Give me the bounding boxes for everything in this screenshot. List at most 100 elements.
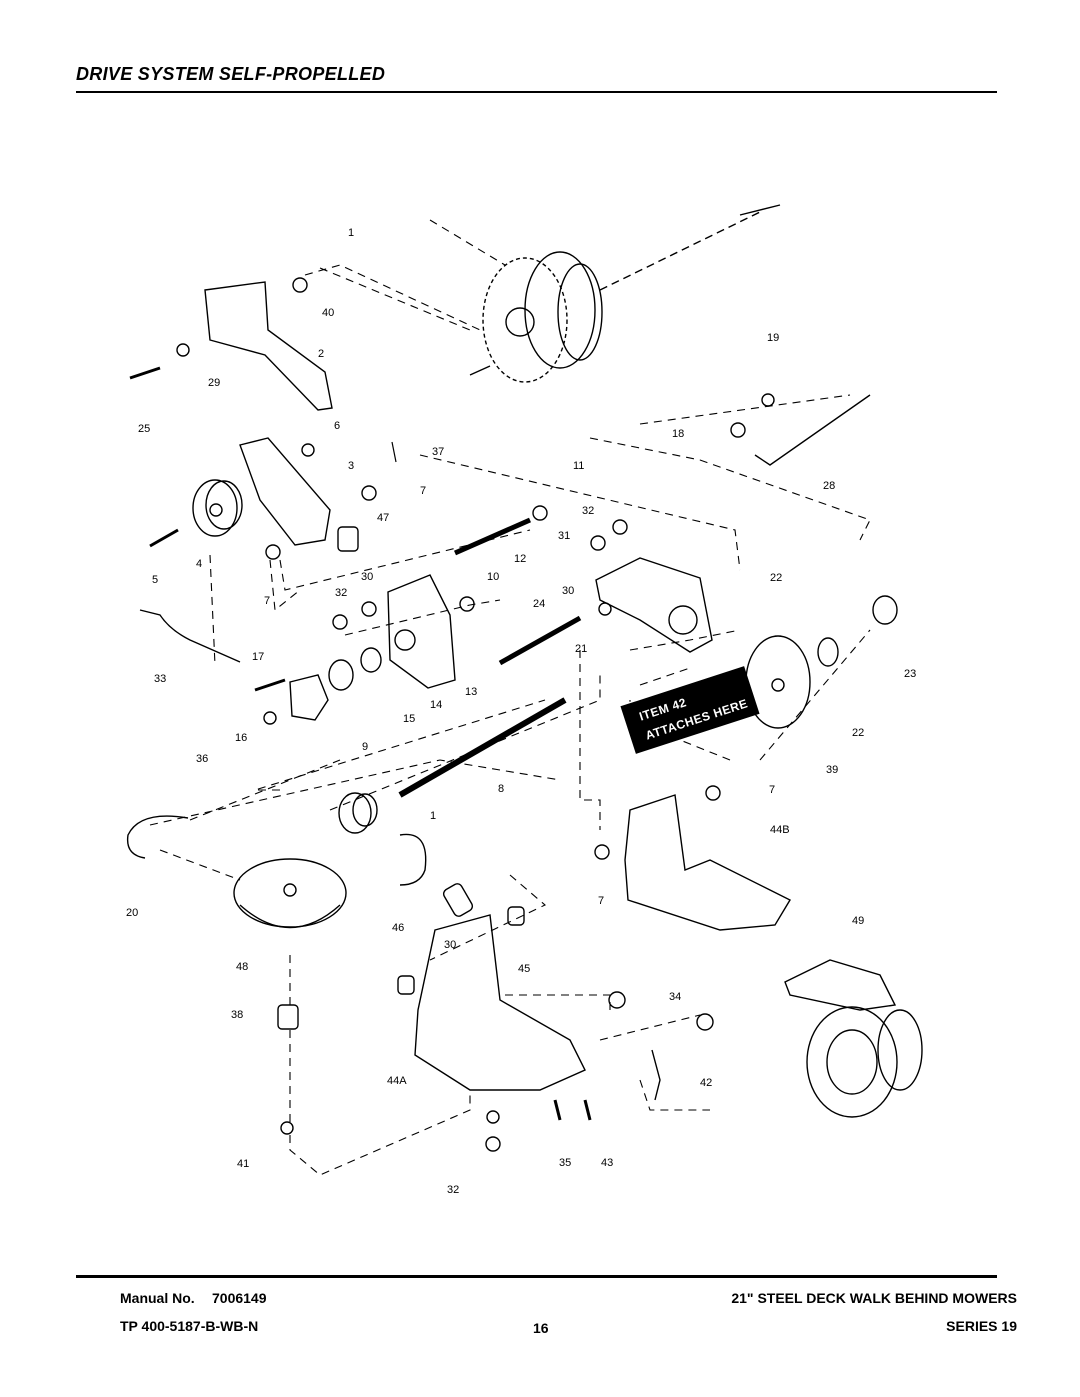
belt-1-lower <box>399 833 427 886</box>
callout-42: 42 <box>700 1077 712 1089</box>
callout-14: 14 <box>430 699 442 711</box>
transmission-housing <box>469 204 781 383</box>
rod-28 <box>754 394 871 466</box>
callout-3: 3 <box>348 460 354 472</box>
spacer-47 <box>337 526 359 552</box>
pulley-39 <box>745 635 839 729</box>
callout-20: 20 <box>126 907 138 919</box>
callout-7: 7 <box>598 895 604 907</box>
page-number: 16 <box>533 1320 549 1336</box>
pulley-48 <box>233 858 347 929</box>
bearing-14 <box>360 647 382 673</box>
spring-33 <box>139 609 241 663</box>
title-rule <box>76 91 997 93</box>
callout-36: 36 <box>196 753 208 765</box>
callout-32: 32 <box>582 505 594 517</box>
callout-4: 4 <box>196 558 202 570</box>
callout-34: 34 <box>669 991 681 1003</box>
callout-24: 24 <box>533 598 545 610</box>
bracket-13 <box>387 574 456 689</box>
callout-22: 22 <box>852 727 864 739</box>
callout-30: 30 <box>562 585 574 597</box>
callout-32: 32 <box>335 587 347 599</box>
belt-20 <box>126 815 189 859</box>
bracket-49 <box>784 959 897 1011</box>
callout-23: 23 <box>904 668 916 680</box>
callout-48: 48 <box>236 961 248 973</box>
footer-rule <box>76 1275 997 1278</box>
manual-label: Manual No. <box>120 1290 195 1306</box>
callout-16: 16 <box>235 732 247 744</box>
flange-17 <box>289 674 329 721</box>
tp-number: TP 400-5187-B-WB-N <box>120 1318 259 1334</box>
shaft-8 <box>398 697 567 798</box>
callout-41: 41 <box>237 1158 249 1170</box>
bracket-44a <box>414 914 586 1091</box>
callout-30: 30 <box>444 939 456 951</box>
callout-44a: 44A <box>387 1075 407 1087</box>
bracket-21 <box>595 557 713 653</box>
callout-38: 38 <box>231 1009 243 1021</box>
callout-37: 37 <box>432 446 444 458</box>
series: SERIES 19 <box>946 1318 1017 1334</box>
washers-nuts <box>176 277 775 1152</box>
callout-30: 30 <box>361 571 373 583</box>
page-title: DRIVE SYSTEM SELF-PROPELLED <box>76 64 386 84</box>
pulley-4 <box>192 479 243 537</box>
callout-8: 8 <box>498 783 504 795</box>
callout-2: 2 <box>318 348 324 360</box>
callout-9: 9 <box>362 741 368 753</box>
spacer-38 <box>277 1004 299 1030</box>
callout-35: 35 <box>559 1157 571 1169</box>
callout-21: 21 <box>575 643 587 655</box>
bushing-45a <box>507 906 525 926</box>
callout-1: 1 <box>430 810 436 822</box>
callout-43: 43 <box>601 1157 613 1169</box>
hub-assembly <box>806 1006 923 1118</box>
callout-49: 49 <box>852 915 864 927</box>
bracket-3 <box>239 437 331 546</box>
callout-10: 10 <box>487 571 499 583</box>
washer-15 <box>328 659 354 691</box>
callout-19: 19 <box>767 332 779 344</box>
callout-47: 47 <box>377 512 389 524</box>
callout-29: 29 <box>208 377 220 389</box>
callout-39: 39 <box>826 764 838 776</box>
attach-stamp: ITEM 42 ATTACHES HERE <box>620 666 760 754</box>
bracket-44b <box>624 794 791 931</box>
callout-13: 13 <box>465 686 477 698</box>
pulley-9 <box>338 792 378 834</box>
callout-1: 1 <box>348 227 354 239</box>
callout-40: 40 <box>322 307 334 319</box>
callout-25: 25 <box>138 423 150 435</box>
callout-31: 31 <box>558 530 570 542</box>
sleeve-46 <box>442 883 474 917</box>
callout-33: 33 <box>154 673 166 685</box>
shaft-24 <box>498 615 582 666</box>
callout-7: 7 <box>420 485 426 497</box>
callout-44b: 44B <box>770 824 790 836</box>
callout-12: 12 <box>514 553 526 565</box>
callout-7: 7 <box>264 595 270 607</box>
callout-6: 6 <box>334 420 340 432</box>
callout-17: 17 <box>252 651 264 663</box>
callout-46: 46 <box>392 922 404 934</box>
bracket-2 <box>204 281 333 411</box>
spring-42 <box>651 1049 661 1101</box>
callout-7: 7 <box>769 784 775 796</box>
bolts-group <box>129 366 592 1121</box>
callout-18: 18 <box>672 428 684 440</box>
manual-number: 7006149 <box>212 1290 267 1306</box>
product-line: 21" STEEL DECK WALK BEHIND MOWERS <box>731 1290 1017 1306</box>
callout-5: 5 <box>152 574 158 586</box>
callout-32: 32 <box>447 1184 459 1196</box>
callout-28: 28 <box>823 480 835 492</box>
callout-11: 11 <box>573 460 584 472</box>
callout-22: 22 <box>770 572 782 584</box>
seal-23 <box>872 595 898 625</box>
shaft-12 <box>453 517 532 556</box>
bushing-45b <box>397 975 415 995</box>
callout-45: 45 <box>518 963 530 975</box>
